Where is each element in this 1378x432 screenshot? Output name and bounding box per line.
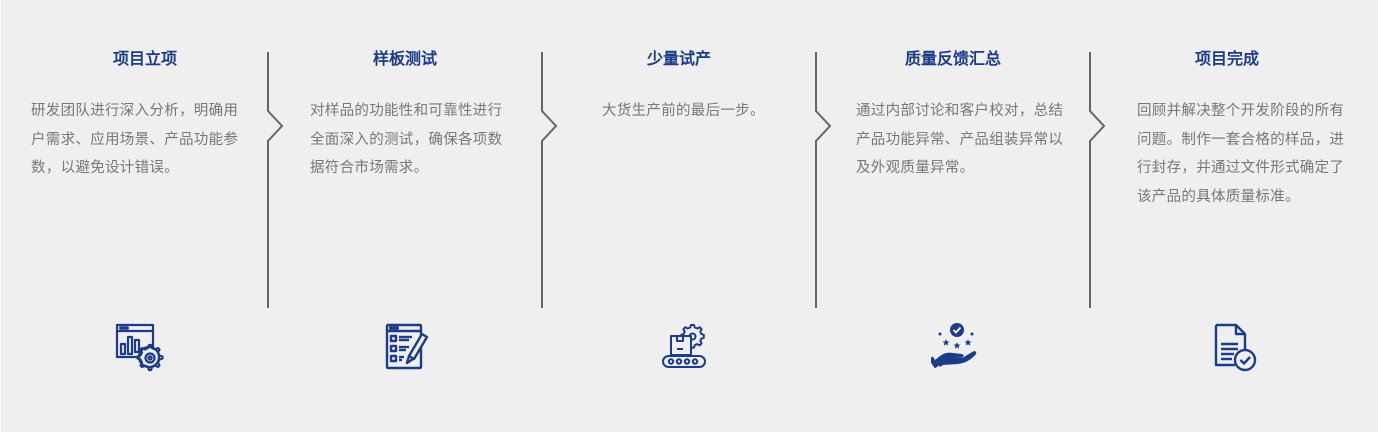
step-divider [266,52,286,308]
step-description: 大货生产前的最后一步。 [602,103,765,119]
process-step-4: 质量反馈汇总 通过内部讨论和客户校对，总结产品功能异常、产品组装异常以及外观质量… [816,0,1090,432]
step-title: 少量试产 [646,49,711,68]
step-title: 项目立项 [112,49,177,68]
left-edge [0,0,1,432]
hand-stars-check-icon [928,322,981,372]
step-description: 通过内部讨论和客户校对，总结产品功能异常、产品组装异常以及外观质量异常。 [856,103,1064,176]
step-title: 样板测试 [372,49,437,68]
process-step-5: 项目完成 回顾并解决整个开发阶段的所有问题。制作一套合格的样品，进行封存，并通过… [1090,0,1378,432]
step-divider [1088,52,1108,308]
process-step-1: 项目立项 研发团队进行深入分析，明确用户需求、应用场景、产品功能参数，以避免设计… [0,0,268,432]
document-check-icon [1210,322,1260,372]
analytics-gear-icon [114,322,164,372]
step-title: 质量反馈汇总 [904,49,1001,68]
checklist-pencil-icon [382,322,432,372]
step-description: 对样品的功能性和可靠性进行全面深入的测试，确保各项数据符合市场需求。 [310,103,503,176]
step-divider [540,52,560,308]
process-step-2: 样板测试 对样品的功能性和可靠性进行全面深入的测试，确保各项数据符合市场需求。 [268,0,542,432]
step-description: 研发团队进行深入分析，明确用户需求、应用场景、产品功能参数，以避免设计错误。 [31,103,239,176]
conveyor-gear-icon [661,322,711,372]
process-step-3: 少量试产 大货生产前的最后一步。 [542,0,816,432]
step-description: 回顾并解决整个开发阶段的所有问题。制作一套合格的样品，进行封存，并通过文件形式确… [1137,103,1345,205]
step-title: 项目完成 [1194,49,1259,68]
step-divider [814,52,834,308]
